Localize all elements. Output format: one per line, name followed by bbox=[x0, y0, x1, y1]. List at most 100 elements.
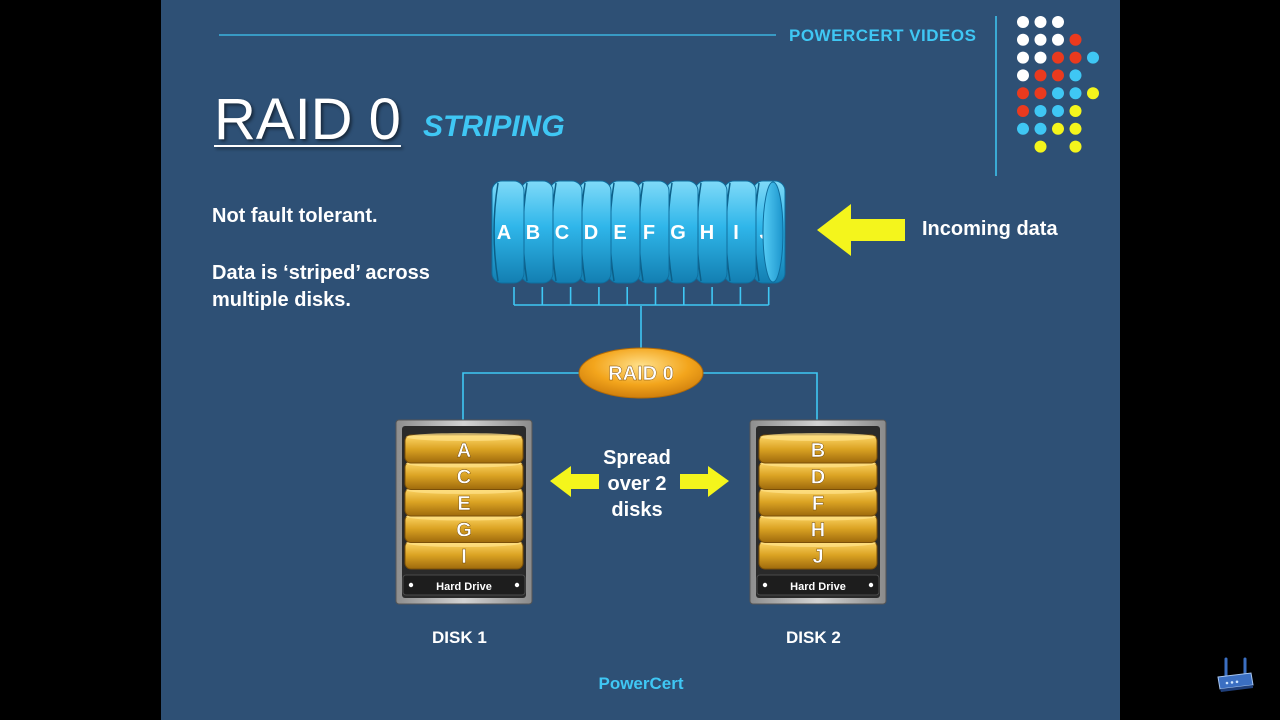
data-stripe-label: C bbox=[555, 222, 569, 244]
router-icon bbox=[1217, 657, 1254, 692]
data-stripe-label: D bbox=[584, 222, 598, 244]
disk-platter: E bbox=[404, 486, 524, 517]
disk2-link-line bbox=[703, 372, 818, 420]
decor-dot bbox=[1034, 51, 1047, 64]
screw-icon bbox=[408, 582, 414, 588]
data-stripe-label: B bbox=[526, 222, 540, 244]
decor-dot bbox=[1069, 122, 1082, 135]
hard-drive-text: Hard Drive bbox=[790, 581, 846, 593]
decor-dot bbox=[1069, 33, 1082, 46]
stripe-connectors bbox=[513, 287, 770, 306]
disk-platter: D bbox=[758, 459, 878, 490]
disk-platter: H bbox=[758, 512, 878, 543]
disk-block-label: H bbox=[811, 520, 825, 542]
stripe-end-cap bbox=[762, 181, 784, 283]
decor-dot bbox=[1034, 33, 1047, 46]
raid-controller-label: RAID 0 bbox=[608, 363, 674, 385]
data-stripe: I bbox=[723, 180, 757, 284]
decor-dot bbox=[1052, 33, 1064, 46]
fault-note: Not fault tolerant. bbox=[212, 205, 378, 227]
disk-block-label: G bbox=[456, 520, 472, 542]
brand-label: POWERCERT VIDEOS bbox=[789, 26, 977, 45]
disk-platter: G bbox=[404, 512, 524, 543]
decor-dot bbox=[1052, 122, 1064, 135]
hard-drive-nameplate: Hard Drive bbox=[402, 574, 526, 596]
decorative-dot-grid bbox=[1017, 16, 1099, 153]
data-stripe-label: I bbox=[733, 222, 739, 244]
decor-dot bbox=[1052, 16, 1064, 28]
data-stripe: A bbox=[491, 180, 525, 284]
data-stripe-label: E bbox=[613, 222, 626, 244]
screw-icon bbox=[514, 582, 520, 588]
page-title: RAID 0 bbox=[214, 87, 401, 152]
incoming-data-label: Incoming data bbox=[922, 218, 1058, 240]
data-stripe-label: A bbox=[497, 222, 511, 244]
disk-1-label: DISK 1 bbox=[432, 628, 487, 647]
decor-dot bbox=[1017, 51, 1029, 64]
decor-dot bbox=[1034, 69, 1047, 82]
disk-block-label: A bbox=[457, 440, 471, 462]
spread-arrow-left bbox=[550, 466, 599, 497]
disk-block-label: D bbox=[811, 467, 825, 489]
decor-dot bbox=[1017, 69, 1029, 82]
data-stripe-label: F bbox=[643, 222, 655, 244]
disk-block-label: F bbox=[812, 493, 824, 515]
disk-block-label: E bbox=[457, 493, 470, 515]
decor-dot bbox=[1017, 105, 1029, 117]
decor-dot bbox=[1069, 51, 1082, 64]
decor-dot bbox=[1017, 122, 1029, 135]
decor-dot bbox=[1034, 122, 1047, 135]
decor-dot bbox=[1017, 33, 1029, 46]
decor-dot bbox=[1017, 87, 1029, 100]
decor-dot bbox=[1017, 16, 1029, 28]
data-stripe-label: H bbox=[700, 222, 714, 244]
disk-platter: A bbox=[404, 433, 524, 464]
screw-icon bbox=[762, 582, 768, 588]
decor-dot bbox=[1069, 140, 1082, 153]
data-stripe: E bbox=[607, 180, 641, 284]
page-subtitle: STRIPING bbox=[423, 110, 565, 143]
hard-drive-text: Hard Drive bbox=[436, 581, 492, 593]
decor-dot bbox=[1034, 87, 1047, 100]
data-stripe: C bbox=[549, 180, 583, 284]
footer-brand: PowerCert bbox=[598, 674, 684, 693]
screw-icon bbox=[868, 582, 874, 588]
decor-dot bbox=[1069, 87, 1082, 100]
data-stripe: B bbox=[520, 180, 554, 284]
disk-platter: B bbox=[758, 433, 878, 464]
disk1-link-line bbox=[462, 372, 579, 420]
data-stripe-label: G bbox=[670, 222, 686, 244]
decor-dot bbox=[1052, 51, 1064, 64]
disk-block-label: C bbox=[457, 467, 471, 489]
spread-label: Spread over 2 disks bbox=[603, 447, 671, 521]
disk-platter: C bbox=[404, 459, 524, 490]
striped-note: Data is ‘striped’ across multiple disks. bbox=[212, 262, 430, 311]
decor-dot bbox=[1052, 69, 1064, 82]
spread-arrow-right bbox=[680, 466, 729, 497]
data-stripe: G bbox=[665, 180, 699, 284]
decor-dot bbox=[1034, 140, 1047, 153]
data-stripe: D bbox=[578, 180, 612, 284]
decor-dot bbox=[1087, 51, 1099, 64]
decor-dot bbox=[1052, 105, 1064, 117]
decor-dot bbox=[1034, 105, 1047, 117]
raid-controller-badge bbox=[578, 347, 704, 399]
decor-dot bbox=[1087, 87, 1099, 100]
decor-dot bbox=[1052, 87, 1064, 100]
hard-drive-nameplate: Hard Drive bbox=[756, 574, 880, 596]
disk-platter: I bbox=[404, 539, 524, 570]
disk-block-label: B bbox=[811, 440, 825, 462]
data-stripe: H bbox=[694, 180, 728, 284]
disk-platter: F bbox=[758, 486, 878, 517]
decor-dot bbox=[1034, 16, 1047, 28]
disk-platter: J bbox=[758, 539, 878, 570]
incoming-data-arrow bbox=[817, 204, 905, 256]
incoming-data-stripes: JIHGFEDCBA bbox=[491, 180, 786, 284]
disk-block-label: J bbox=[812, 546, 823, 568]
data-stripe: F bbox=[636, 180, 670, 284]
decor-dot bbox=[1069, 105, 1082, 117]
